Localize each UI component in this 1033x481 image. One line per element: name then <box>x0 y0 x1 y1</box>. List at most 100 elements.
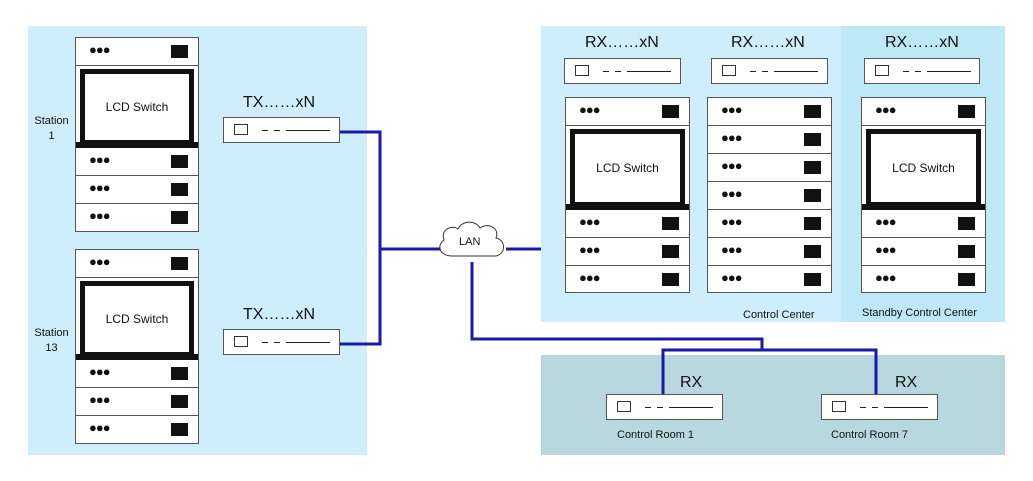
station-number: 1 <box>48 130 55 142</box>
rack-unit: ●●● <box>76 204 198 232</box>
drive-bay-icon <box>171 423 188 436</box>
drive-bay-icon <box>171 183 188 196</box>
lcd-switch: LCD Switch <box>76 66 198 148</box>
lcd-switch-label: LCD Switch <box>596 161 659 175</box>
lcd-switch-label: LCD Switch <box>892 161 955 175</box>
rack-unit: ●●● <box>76 38 198 66</box>
lcd-switch-label: LCD Switch <box>105 312 169 326</box>
standby-lcd-rack: ●●● LCD Switch ●●● ●●● ●●● <box>861 97 986 293</box>
drive-bay-icon <box>171 155 188 168</box>
drive-bay-icon <box>958 245 975 258</box>
drive-bay-icon <box>171 45 188 58</box>
control-center-lcd-rack: ●●● LCD Switch ●●● ●●● ●●● <box>565 97 690 293</box>
drive-bay-icon <box>958 273 975 286</box>
standby-control-center-label: Standby Control Center <box>862 307 977 319</box>
control-room-7-rx-device <box>821 394 938 420</box>
indicator-dots-icon: ●●● <box>89 152 111 167</box>
lcd-screen: LCD Switch <box>866 129 981 207</box>
drive-bay-icon <box>804 105 821 118</box>
rack-unit: ●●● <box>76 250 198 278</box>
drive-bay-icon <box>804 161 821 174</box>
lcd-shelf <box>862 204 985 210</box>
station-13-label: Station 13 <box>28 326 75 356</box>
indicator-dots-icon: ●●● <box>721 102 743 117</box>
station-1-tx-label: TX……xN <box>243 94 315 111</box>
indicator-dots-icon: ●●● <box>89 254 111 269</box>
control-center-rx-device-1 <box>564 58 681 84</box>
drive-bay-icon <box>662 217 679 230</box>
indicator-dots-icon: ●●● <box>875 214 897 229</box>
drive-bay-icon <box>958 105 975 118</box>
indicator-dots-icon: ●●● <box>89 180 111 195</box>
drive-bay-icon <box>804 189 821 202</box>
station-13-tx-label: TX……xN <box>243 306 315 323</box>
rack-unit: ●●● <box>708 266 831 294</box>
lcd-shelf <box>566 204 689 210</box>
wire-control-room-1 <box>661 348 878 394</box>
indicator-dots-icon: ●●● <box>875 270 897 285</box>
rack-unit: ●●● <box>76 148 198 176</box>
rack-unit: ●●● <box>566 266 689 294</box>
standby-rx-label: RX……xN <box>885 34 959 51</box>
indicator-dots-icon: ●●● <box>89 208 111 223</box>
indicator-dots-icon: ●●● <box>721 242 743 257</box>
rack-unit: ●●● <box>708 182 831 210</box>
indicator-dots-icon: ●●● <box>875 242 897 257</box>
indicator-dots-icon: ●●● <box>875 102 897 117</box>
control-center-label: Control Center <box>743 309 815 321</box>
drive-bay-icon <box>958 217 975 230</box>
indicator-dots-icon: ●●● <box>721 214 743 229</box>
indicator-dots-icon: ●●● <box>89 392 111 407</box>
rack-unit: ●●● <box>708 210 831 238</box>
control-room-1-label: Control Room 1 <box>617 429 695 441</box>
station-13-rack: ●●● LCD Switch ●●● ●●● ●●● <box>75 249 199 444</box>
lcd-shelf <box>76 354 198 360</box>
rack-unit: ●●● <box>862 98 985 126</box>
rack-unit: ●●● <box>566 98 689 126</box>
lcd-screen: LCD Switch <box>570 129 685 207</box>
lcd-shelf <box>76 142 198 148</box>
port-icon <box>575 65 589 76</box>
port-icon <box>617 401 631 412</box>
station-number: 13 <box>45 342 58 354</box>
station-1-rack: ●●● LCD Switch ●●● ●●● ●●● <box>75 37 199 232</box>
indicator-dots-icon: ●●● <box>721 130 743 145</box>
indicator-dots-icon: ●●● <box>89 42 111 57</box>
rack-unit: ●●● <box>708 126 831 154</box>
station-13-tx-device <box>223 329 340 355</box>
rack-unit: ●●● <box>862 210 985 238</box>
rack-unit: ●●● <box>76 416 198 444</box>
indicator-dots-icon: ●●● <box>579 214 601 229</box>
lcd-switch-label: LCD Switch <box>105 100 169 114</box>
wire-station13-tx <box>340 249 382 346</box>
lan-cloud-shape <box>439 221 504 257</box>
lcd-screen: LCD Switch <box>80 281 194 357</box>
station-name: Station <box>34 115 69 127</box>
indicator-dots-icon: ●●● <box>579 102 601 117</box>
drive-bay-icon <box>662 105 679 118</box>
drive-bay-icon <box>171 211 188 224</box>
rack-unit: ●●● <box>76 176 198 204</box>
indicator-dots-icon: ●●● <box>721 270 743 285</box>
rack-unit: ●●● <box>566 238 689 266</box>
wire-station1-tx <box>340 130 442 251</box>
lan-label: LAN <box>459 236 481 248</box>
control-room-1-rx-label: RX <box>680 374 703 391</box>
drive-bay-icon <box>662 273 679 286</box>
control-room-7-label: Control Room 7 <box>831 429 909 441</box>
lcd-switch: LCD Switch <box>862 126 985 210</box>
rack-unit: ●●● <box>862 238 985 266</box>
lcd-screen: LCD Switch <box>80 69 194 145</box>
port-icon <box>234 336 248 347</box>
control-room-1-rx-device <box>606 394 723 420</box>
standby-rx-device <box>864 58 980 84</box>
rack-unit: ●●● <box>708 238 831 266</box>
rack-unit: ●●● <box>708 98 831 126</box>
station-name: Station <box>34 327 69 339</box>
drive-bay-icon <box>804 217 821 230</box>
rack-unit: ●●● <box>76 388 198 416</box>
lcd-switch: LCD Switch <box>566 126 689 210</box>
indicator-dots-icon: ●●● <box>579 242 601 257</box>
